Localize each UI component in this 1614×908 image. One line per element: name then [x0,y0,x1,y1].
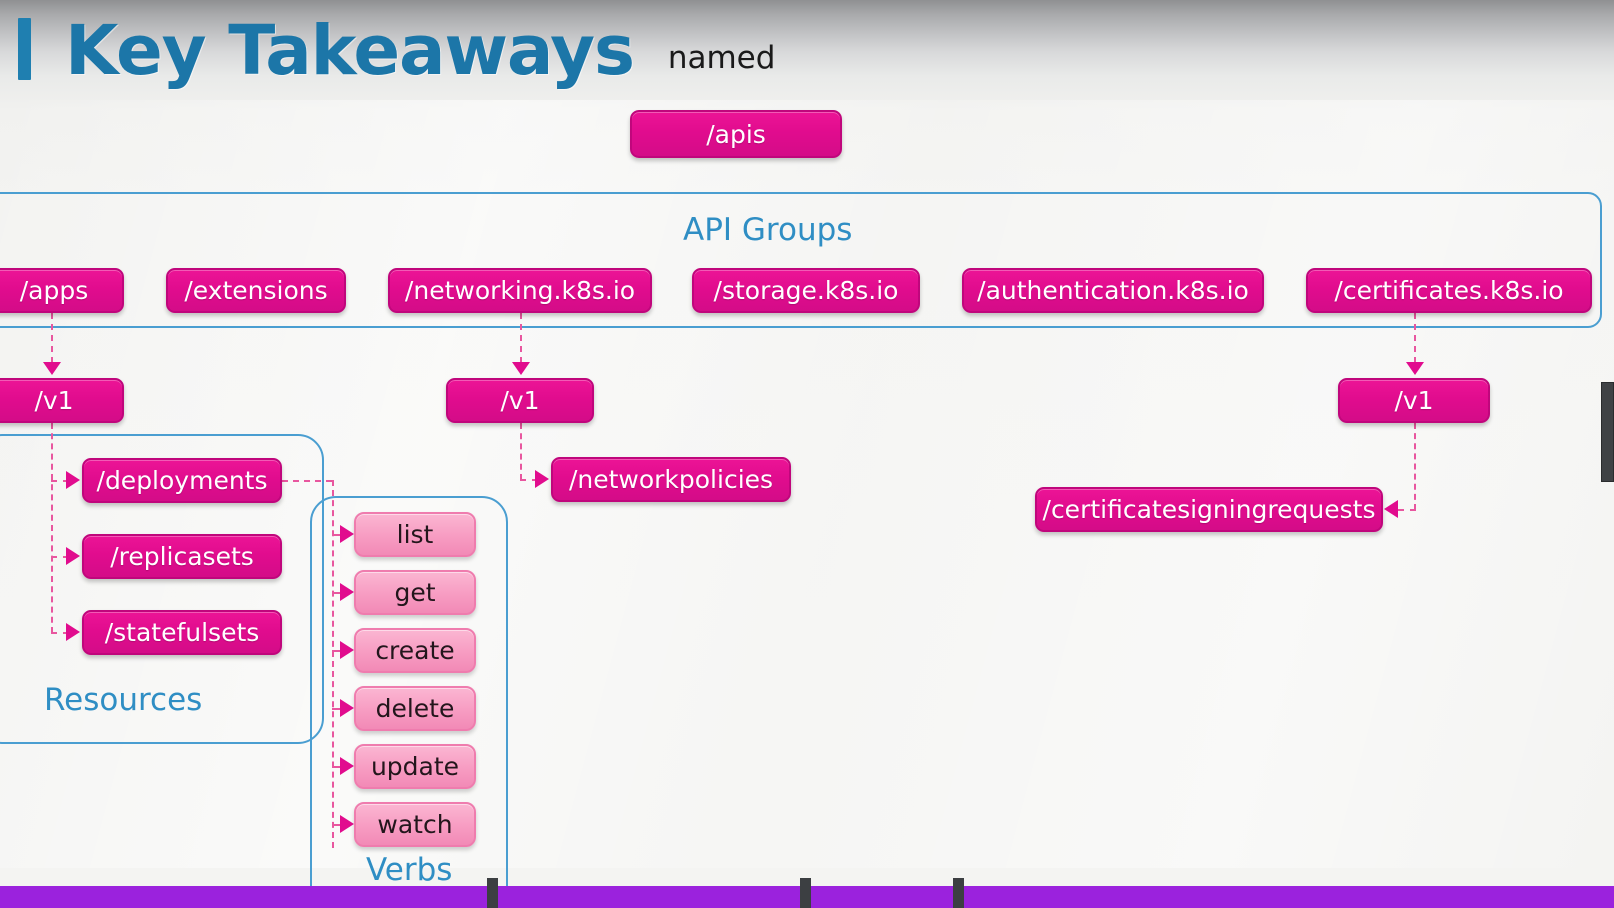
node-verb-create[interactable]: create [354,628,476,673]
node-version-certificates-v1[interactable]: /v1 [1338,378,1490,423]
node-api-group-apps[interactable]: /apps [0,268,124,313]
verbs-label: Verbs [366,852,453,888]
arrow-to-csr-icon [1384,500,1398,518]
node-version-networking-v1[interactable]: /v1 [446,378,594,423]
node-resource-deployments[interactable]: /deployments [82,458,282,503]
arrow-to-verb-watch-icon [340,815,354,833]
node-resource-certificatesigningrequests[interactable]: /certificatesigningrequests [1035,487,1383,532]
connector-apps-to-v1 [51,313,53,363]
title-accent-bar-icon [18,18,31,80]
node-api-group-extensions[interactable]: /extensions [166,268,346,313]
resources-label: Resources [44,682,203,718]
node-api-group-authentication[interactable]: /authentication.k8s.io [962,268,1264,313]
node-resource-replicasets[interactable]: /replicasets [82,534,282,579]
connector-to-csr [1398,509,1416,511]
node-resource-networkpolicies[interactable]: /networkpolicies [551,457,791,502]
progress-chapter-tick[interactable] [487,878,498,908]
node-verb-update[interactable]: update [354,744,476,789]
arrow-to-verb-get-icon [340,583,354,601]
connector-apps-v1-spine [51,423,53,633]
arrow-to-verb-update-icon [340,757,354,775]
progress-chapter-tick[interactable] [953,878,964,908]
arrow-to-verb-list-icon [340,525,354,543]
node-apis[interactable]: /apis [630,110,842,158]
arrow-apps-to-v1-icon [43,362,61,375]
arrow-to-statefulsets-icon [66,623,80,641]
node-api-group-networking[interactable]: /networking.k8s.io [388,268,652,313]
progress-chapter-tick[interactable] [800,878,811,908]
node-api-group-storage[interactable]: /storage.k8s.io [692,268,920,313]
connector-networking-v1-spine [520,423,522,480]
connector-networking-to-v1 [520,313,522,363]
connector-certificates-v1-spine [1414,423,1416,510]
node-verb-list[interactable]: list [354,512,476,557]
connector-certificates-to-v1 [1414,313,1416,363]
arrow-certificates-to-v1-icon [1406,362,1424,375]
arrow-to-networkpolicies-icon [535,470,549,488]
node-verb-delete[interactable]: delete [354,686,476,731]
vertical-scrollbar-thumb[interactable] [1601,382,1614,482]
node-verb-watch[interactable]: watch [354,802,476,847]
arrow-to-replicasets-icon [66,547,80,565]
api-groups-label: API Groups [683,212,853,248]
arrow-to-deployments-icon [66,471,80,489]
connector-deployments-to-verbs [282,480,332,482]
page-title: Key Takeaways [65,11,635,91]
slide-header: Key Takeaways named [18,12,775,86]
named-annotation-label: named [667,40,776,76]
node-version-apps-v1[interactable]: /v1 [0,378,124,423]
node-resource-statefulsets[interactable]: /statefulsets [82,610,282,655]
arrow-networking-to-v1-icon [512,362,530,375]
arrow-to-verb-create-icon [340,641,354,659]
node-api-group-certificates[interactable]: /certificates.k8s.io [1306,268,1592,313]
arrow-to-verb-delete-icon [340,699,354,717]
node-verb-get[interactable]: get [354,570,476,615]
